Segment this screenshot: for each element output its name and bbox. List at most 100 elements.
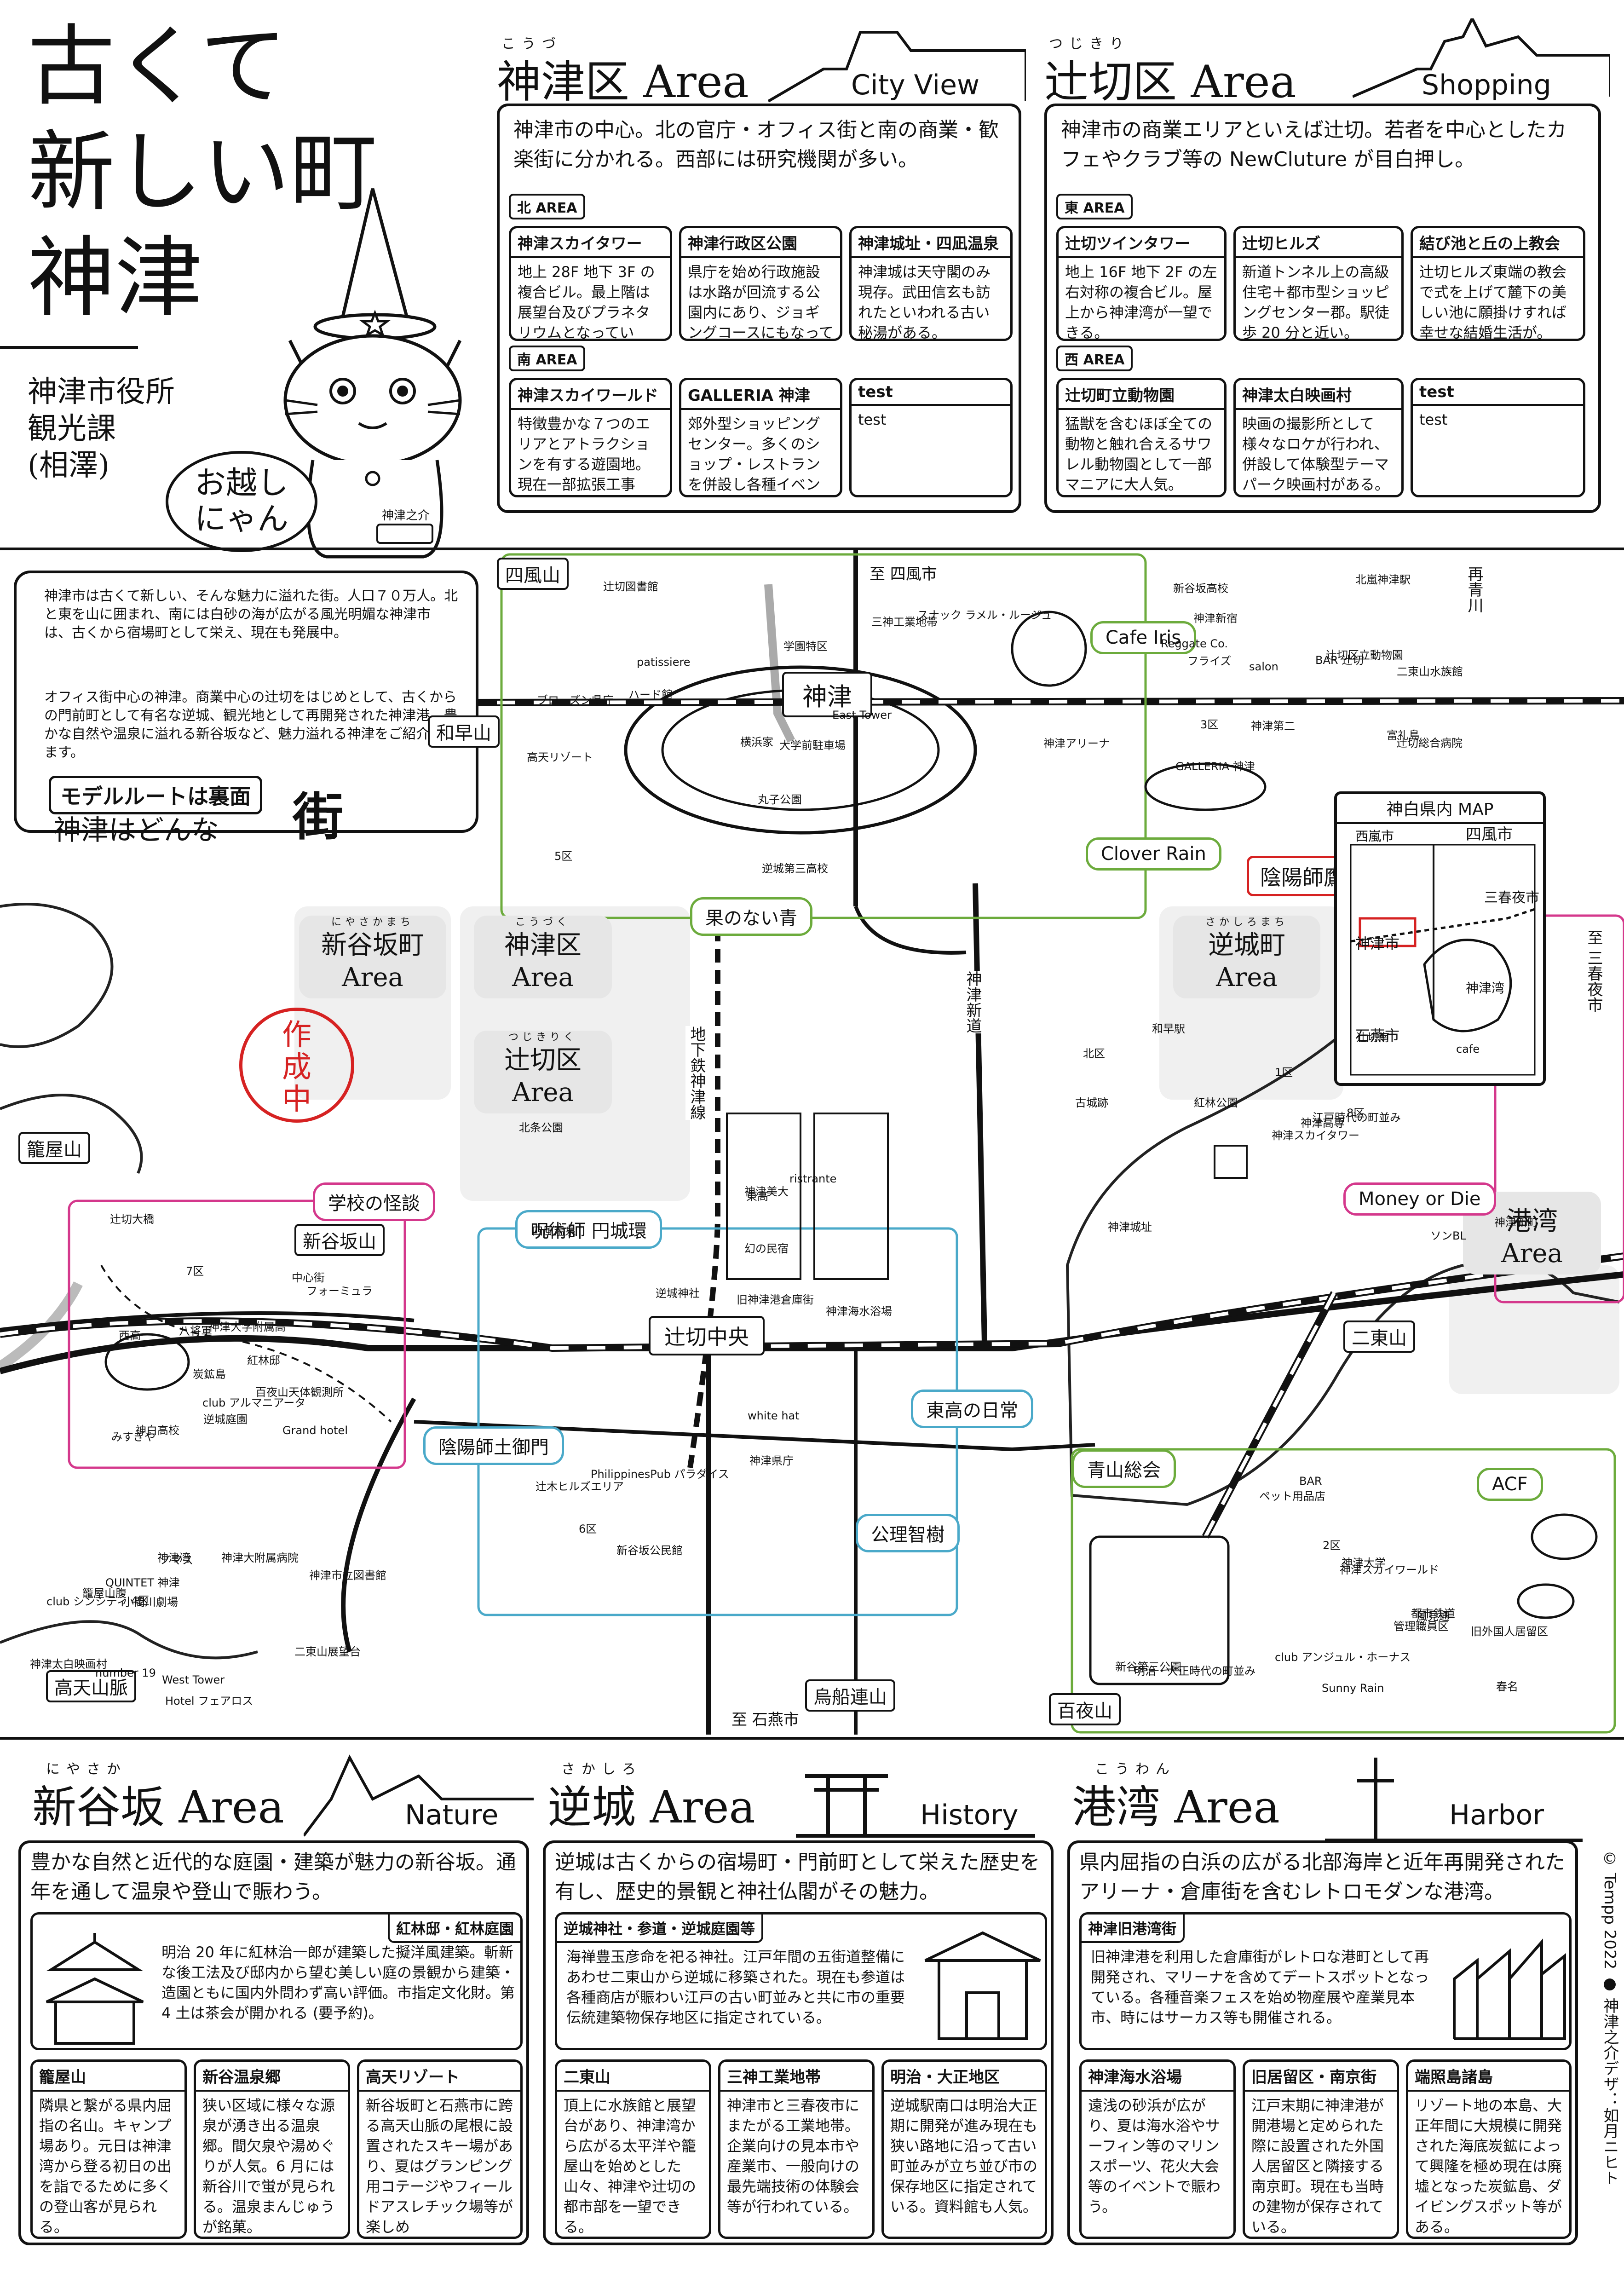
label-higashi-daily[interactable]: 東高の日常: [911, 1390, 1033, 1428]
pref-city-shifu: 四風市: [1466, 825, 1513, 844]
label-acf[interactable]: ACF: [1477, 1468, 1543, 1501]
card-title: 辻切ツインタワー: [1059, 228, 1224, 258]
pref-outline-icon: [1350, 844, 1536, 1076]
card-body: 辻切ヒルズ東端の教会で式を上げて麓下の美しい池に願掛けすれば幸せな結婚生活が。: [1419, 263, 1567, 341]
tag-niyasakayama[interactable]: 新谷坂山: [294, 1224, 385, 1256]
map-place-label: 神津高専: [1301, 1117, 1345, 1130]
area-label-sakashiro: さかしろまち 逆城町 Area: [1173, 916, 1320, 998]
map-place-label: 風見通: [1417, 1610, 1450, 1623]
kowan-area-section: こうわん 港湾 Area Harbor 県内屈指の白浜の広がる北部海岸と近年再開…: [1067, 1748, 1592, 2264]
kozu-lead: 神津市の中心。北の官庁・オフィス街と南の商業・歓楽街に分かれる。西部には研究機関…: [513, 118, 999, 171]
map-place-label: 神津大学: [1342, 1557, 1386, 1569]
tag-hyakuyayama[interactable]: 百夜山: [1049, 1693, 1121, 1725]
niyasaka-card-2: 新谷温泉郷 狭い区域に様々な源泉が湧き出る温泉郷。間欠泉や湯めぐりが人気。6 月…: [194, 2059, 350, 2239]
map-place-label: 八将軍: [179, 1325, 212, 1338]
label-enjo[interactable]: 呪術師 円城環: [515, 1210, 662, 1249]
sakashiro-lead: 逆城は古くからの宿場町・門前町として栄えた歴史を有し、歴史的景観と神社仏閣がその…: [555, 1851, 1040, 1903]
area-name: 逆城町: [1208, 930, 1285, 960]
map-place-label: 丸子公園: [758, 793, 802, 806]
map-place-label: 2区: [1323, 1539, 1341, 1552]
map-place-label: 北嵐神津駅: [1355, 573, 1411, 586]
map-place-label: 新谷坂高校: [1173, 582, 1228, 595]
map-place-label: 幻の民宿: [744, 1242, 789, 1255]
map-place-label: 神津アリーナ: [1043, 737, 1110, 750]
label-aoyama[interactable]: 青山総会: [1072, 1449, 1176, 1488]
kozu-card-3: 神津城址・四凪温泉 神津城は天守閣のみ現存。武田信玄も訪れたといわれる古い秘湯が…: [849, 226, 1013, 341]
sakashiro-card-1: 二東山 頂上に水族館と展望台があり、神津湾から広がる太平洋や籠屋山を始めとした山…: [555, 2059, 711, 2239]
intro-paragraph-2: オフィス街中心の神津。商業中心の辻切をはじめとして、古くからの門前町として有名な…: [44, 689, 458, 761]
city-skyline-icon: [768, 31, 1026, 103]
label-school-ghost[interactable]: 学校の怪談: [313, 1182, 435, 1221]
area-name: 港湾: [1506, 1206, 1558, 1236]
card-title: 籠屋山: [33, 2062, 184, 2092]
map-place-label: 大学前駐車場: [779, 739, 846, 752]
feature-title: 紅林邸・紅林庭園: [387, 1914, 520, 1943]
card-title: 神津太白映画村: [1236, 380, 1401, 410]
wip-stamp-text: 作成中: [282, 1018, 311, 1117]
kowan-info-box: 県内屈指の白浜の広がる北部海岸と近年再開発されたアリーナ・倉庫街を含むレトロモダ…: [1067, 1840, 1578, 2245]
tag-ubunesan[interactable]: 烏船連山: [805, 1679, 895, 1712]
tag-kagoyayama[interactable]: 籠屋山: [18, 1132, 90, 1164]
mountain-icon: [304, 1754, 534, 1837]
label-kouri[interactable]: 公理智樹: [856, 1514, 960, 1552]
tsujikiri-card-2: 辻切ヒルズ 新道トンネル上の高級住宅＋都市型ショッピングセンター郡。駅徒歩 20…: [1233, 226, 1404, 341]
map-place-label: 旧神津港倉庫街: [737, 1293, 814, 1306]
area-sub: Area: [512, 1078, 574, 1107]
tag-wasouzan[interactable]: 和早山: [428, 715, 500, 748]
map-place-label: 辻切総合病院: [1396, 737, 1463, 750]
map-place-label: 6区: [579, 1522, 597, 1535]
card-body: 頂上に水族館と展望台があり、神津湾から広がる太平洋や籠屋山を始めとした山々、神津…: [564, 2097, 697, 2236]
map-place-label: 北区: [1083, 1047, 1105, 1060]
tsujikiri-card-6: test test: [1411, 378, 1585, 497]
tag-kozu-station[interactable]: 神津: [782, 672, 872, 717]
ruby: さかしろまち: [1205, 917, 1288, 928]
map-place-label: 三神工業地帯: [871, 616, 938, 629]
label-money-or-die[interactable]: Money or Die: [1343, 1182, 1496, 1216]
label-clover-rain[interactable]: Clover Rain: [1086, 837, 1221, 871]
mascot-cat-icon: [283, 188, 462, 559]
map-place-label: 神津新宿: [1193, 612, 1238, 625]
map-place-label: PhilippinesPub パラダイス: [591, 1468, 729, 1481]
card-title: GALLERIA 神津: [681, 380, 840, 410]
ruby: こうづく: [515, 917, 570, 928]
map-place-label: 新谷第三公園: [1115, 1661, 1181, 1673]
map-place-label: 神津県庁: [749, 1454, 794, 1467]
map-place-label: スナック ラメル・ルージュ: [917, 609, 1052, 622]
map-place-label: 辻切南: [1356, 1031, 1389, 1044]
label-cafe-iris[interactable]: Cafe Iris: [1090, 621, 1197, 654]
wip-stamp: 作成中: [239, 1008, 354, 1123]
pref-city-mikasu: 三春夜市: [1484, 890, 1539, 906]
map-place-label: 逆城庭園: [203, 1413, 248, 1426]
tag-futahigashiyama[interactable]: 二東山: [1343, 1321, 1415, 1353]
card-title: 二東山: [557, 2062, 709, 2092]
model-route-button[interactable]: モデルルートは裏面: [49, 776, 262, 814]
map-place-label: 逆城第三高校: [762, 862, 828, 875]
tag-tsujikiri-station[interactable]: 辻切中央: [649, 1316, 765, 1355]
tag-shifuuzan[interactable]: 四風山: [497, 558, 569, 590]
label-tsuchimikado[interactable]: 陰陽師土御門: [423, 1426, 564, 1465]
map-place-label: ristrante: [789, 1172, 837, 1185]
office-name: 神津市役所: [28, 375, 175, 409]
tsujikiri-card-5: 神津太白映画村 映画の撮影所として様々なロケが行われ、併設して体験型テーマパーク…: [1233, 378, 1404, 497]
map-place-label: BAR: [1299, 1475, 1322, 1488]
warehouse-icon: [1453, 1938, 1566, 2040]
feature-title: 逆城神社・参道・逆城庭園等: [557, 1914, 764, 1943]
tag-takaamayama[interactable]: 高天山脈: [46, 1670, 136, 1702]
card-title: 辻切町立動物園: [1059, 380, 1224, 410]
map-place-label: 西高: [119, 1329, 141, 1342]
area-sub: Area: [1501, 1239, 1563, 1269]
map-place-label: 神津大学附属高: [208, 1321, 286, 1333]
map-place-label: 5区: [554, 850, 573, 863]
tsujikiri-card-1: 辻切ツインタワー 地上 16F 地下 2F の左右対称の複合ビル。屋上から神津湾…: [1056, 226, 1227, 341]
map-place-label: 紅林公園: [1194, 1096, 1238, 1109]
kozu-north-tag: 北 AREA: [509, 194, 586, 219]
map-place-label: 8区: [1347, 1107, 1365, 1119]
catch-copy: 神津はどんな: [53, 814, 219, 847]
feature-body: 海禅豊玉彦命を祀る神社。江戸年間の五街道整備にあわせ二東山から逆城に移築された。…: [566, 1948, 905, 2026]
map-place-label: 二東山水族館: [1397, 665, 1463, 678]
map-place-label: 江戸時代の町並み: [1313, 1111, 1401, 1124]
tsujikiri-card-3: 結び池と丘の上教会 辻切ヒルズ東端の教会で式を上げて麓下の美しい池に願掛けすれば…: [1411, 226, 1585, 341]
kowan-subtitle: Harbor: [1449, 1799, 1544, 1831]
edge-north: 至 四風市: [870, 565, 937, 583]
label-hatenonai-ao[interactable]: 果のない青: [690, 897, 812, 936]
